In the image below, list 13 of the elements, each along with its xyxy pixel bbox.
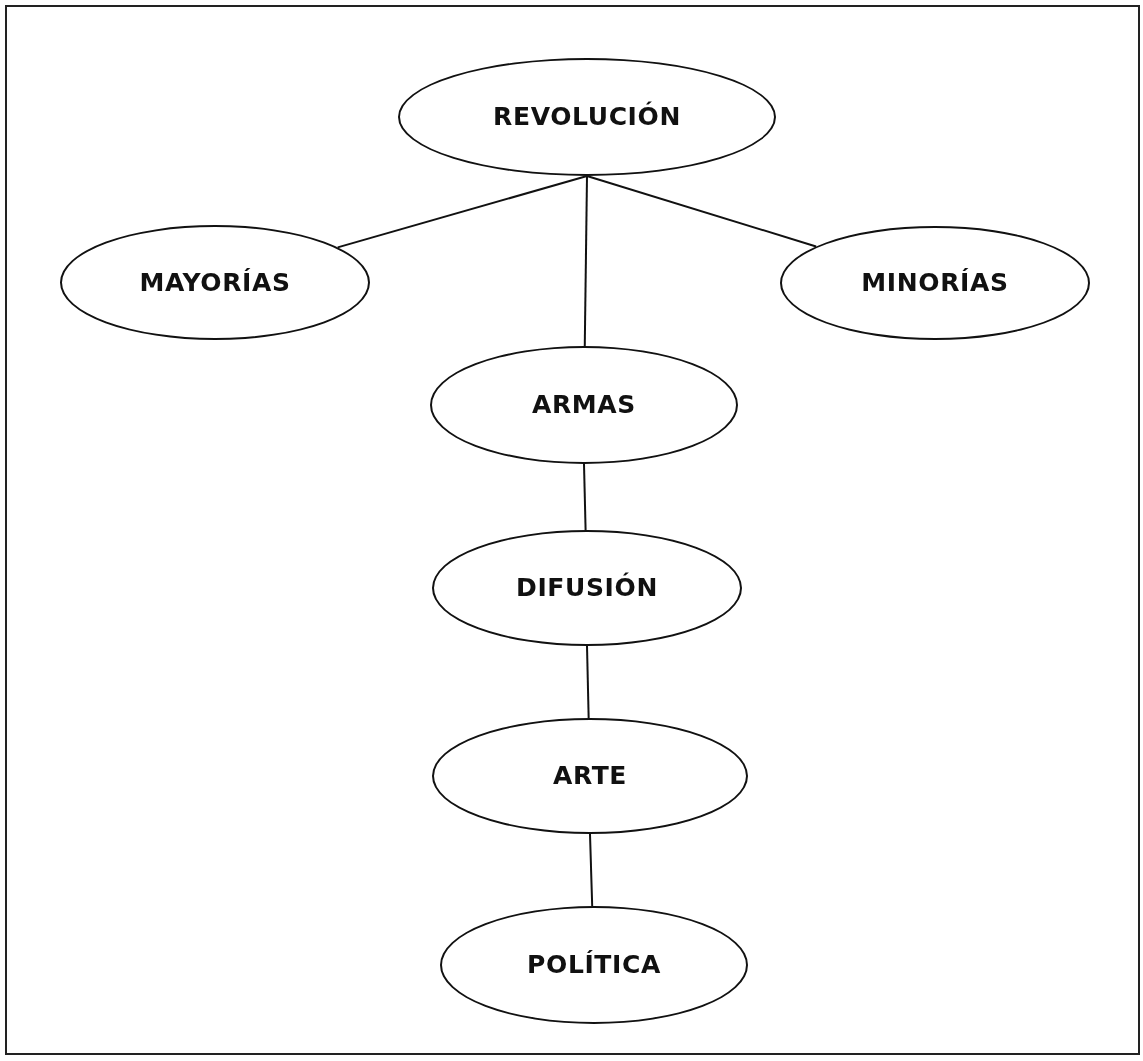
connector-line	[589, 833, 594, 907]
concept-label: REVOLUCIÓN	[493, 100, 681, 134]
connector-line	[586, 175, 818, 248]
concept-label: MAYORÍAS	[139, 266, 291, 299]
concept-label: POLÍTICA	[527, 949, 661, 982]
connector-line	[586, 645, 590, 719]
concept-label: MINORÍAS	[861, 267, 1009, 300]
concept-label: DIFUSIÓN	[516, 571, 658, 605]
connector-line	[583, 463, 587, 531]
concept-label: ARTE	[552, 760, 628, 793]
connector-line	[583, 175, 588, 347]
concept-label: ARMAS	[532, 389, 636, 422]
connector-line	[336, 175, 588, 249]
